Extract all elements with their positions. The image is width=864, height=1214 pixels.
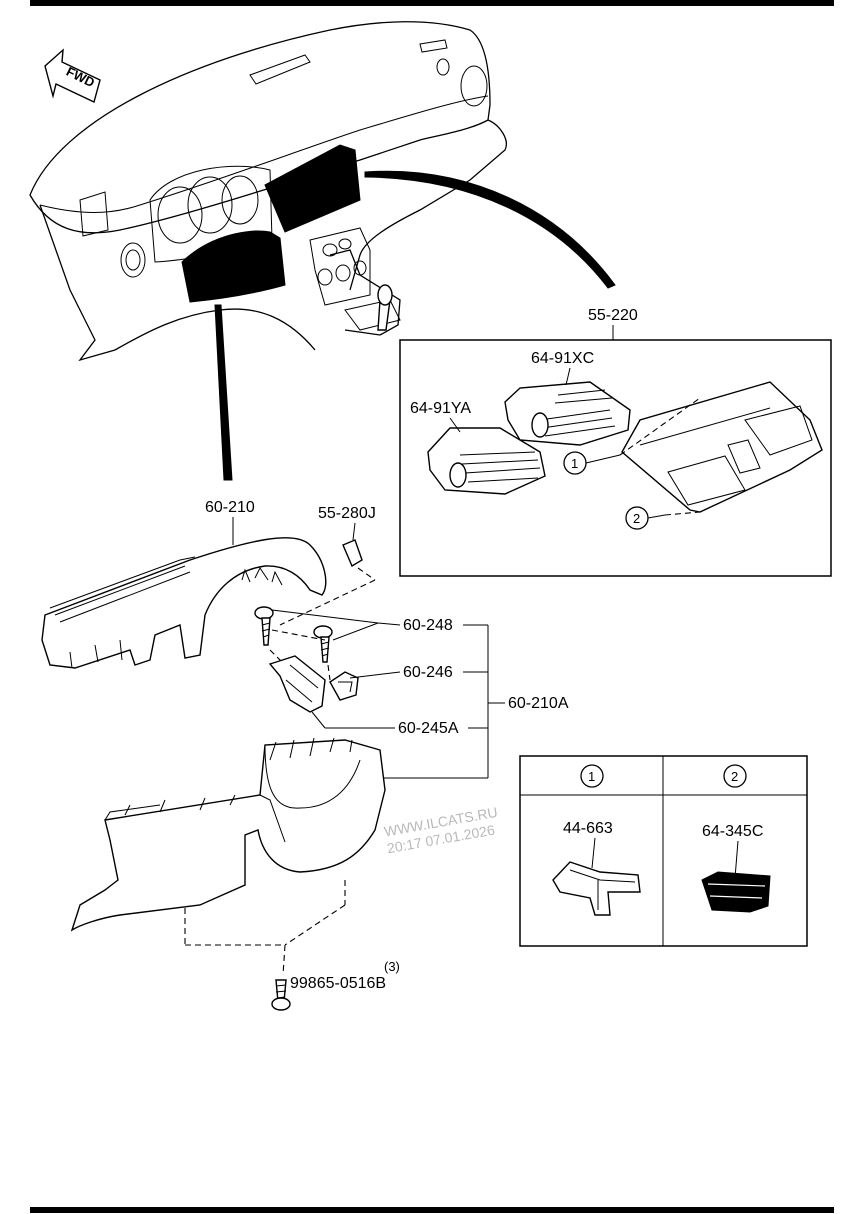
- screw-part-b: [313, 625, 333, 663]
- table-header-2: 2: [731, 769, 738, 784]
- table-cell-64-345c: 64-345C: [702, 823, 763, 840]
- clip-44-663-part: [552, 861, 641, 916]
- callout-99865-0516b: 99865-0516B: [290, 975, 386, 992]
- upper-column-cover-part: [41, 537, 327, 669]
- table-header-marker-2: [723, 764, 747, 788]
- bracket-part: [268, 655, 326, 713]
- watermark: WWW.ILCATS.RU 20:17 07.01.2026: [383, 804, 499, 856]
- callout-64-91xc: 64-91XC: [531, 350, 594, 367]
- ref-marker-2-label: 2: [633, 511, 640, 526]
- table-header-1: 1: [588, 769, 595, 784]
- vent-right-part: [504, 381, 631, 446]
- detail-table: 1 2 44-663 64-345C: [519, 755, 808, 947]
- callout-55-280j: 55-280J: [318, 505, 376, 522]
- callout-60-248: 60-248: [403, 617, 453, 634]
- ref-marker-1-label: 1: [571, 456, 578, 471]
- callout-60-246: 60-246: [403, 664, 453, 681]
- callout-lower-screw-qty: (3): [384, 959, 400, 974]
- table-cell-44-663: 44-663: [563, 820, 613, 837]
- lower-column-cover-part: [70, 737, 386, 932]
- callout-60-245a: 60-245A: [398, 720, 459, 737]
- top-border-bar: [30, 0, 834, 6]
- lower-screw-part: [271, 979, 291, 1011]
- callout-60-210a: 60-210A: [508, 695, 569, 712]
- panel-assy-box: [399, 339, 832, 577]
- center-panel-part: [621, 381, 823, 513]
- clip-64-345c-part: [701, 871, 771, 913]
- table-header-marker-1: [580, 764, 604, 788]
- clip-part: [329, 671, 359, 701]
- bottom-border-bar: [30, 1207, 834, 1213]
- callout-55-220: 55-220: [588, 307, 638, 324]
- vent-left-part: [427, 427, 546, 495]
- callout-64-91ya: 64-91YA: [410, 400, 471, 417]
- fwd-arrow-icon: FWD: [44, 48, 101, 103]
- callout-60-210: 60-210: [205, 499, 255, 516]
- dashboard-illustration: [29, 21, 616, 481]
- screw-part-a: [254, 606, 274, 646]
- bulb-part: [342, 539, 363, 568]
